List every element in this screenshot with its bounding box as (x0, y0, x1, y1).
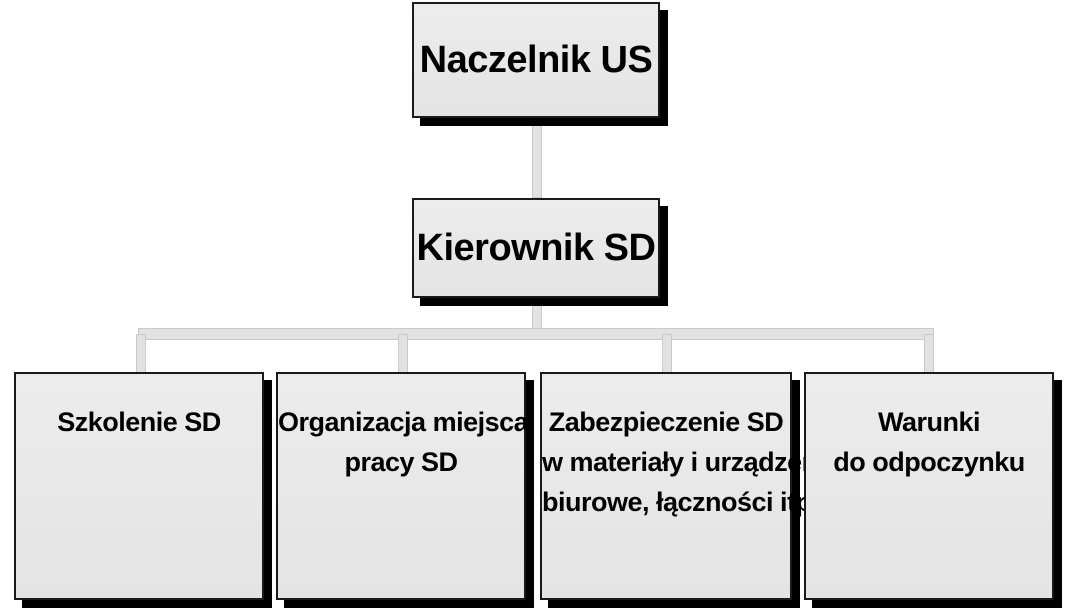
connector-bus-to-child-1 (136, 334, 146, 374)
node-organizacja-miejsca-line-1: Organizacja miejsca (278, 407, 529, 437)
node-zabezpieczenie-sd-line-1: Zabezpieczenie SD (548, 407, 784, 437)
node-zabezpieczenie-sd-line-3: biurowe, łączności itp. (542, 487, 819, 517)
node-zabezpieczenie-sd-line-2: w materiały i urządzenia (542, 447, 840, 477)
node-naczelnik-us-label: Naczelnik US (419, 38, 653, 81)
node-kierownik-sd: Kierownik SD (412, 198, 660, 298)
node-szkolenie-sd-line-1: Szkolenie SD (57, 407, 221, 437)
node-zabezpieczenie-sd: Zabezpieczenie SD w materiały i urządzen… (540, 372, 840, 600)
node-organizacja-miejsca: Organizacja miejsca pracy SD (276, 372, 529, 600)
node-naczelnik-us: Naczelnik US (412, 2, 660, 118)
node-warunki-odpoczynku: Warunki do odpoczynku (804, 372, 1054, 600)
connector-horizontal-bus (138, 328, 934, 340)
connector-root-to-manager (532, 118, 542, 198)
node-organizacja-miejsca-line-2: pracy SD (344, 447, 458, 477)
node-szkolenie-sd: Szkolenie SD (14, 372, 264, 600)
connector-bus-to-child-3 (662, 334, 672, 374)
node-warunki-odpoczynku-line-1: Warunki (877, 407, 981, 437)
node-warunki-odpoczynku-line-2: do odpoczynku (833, 447, 1025, 477)
connector-bus-to-child-4 (924, 334, 934, 374)
node-kierownik-sd-label: Kierownik SD (416, 226, 656, 269)
connector-bus-to-child-2 (398, 334, 408, 374)
